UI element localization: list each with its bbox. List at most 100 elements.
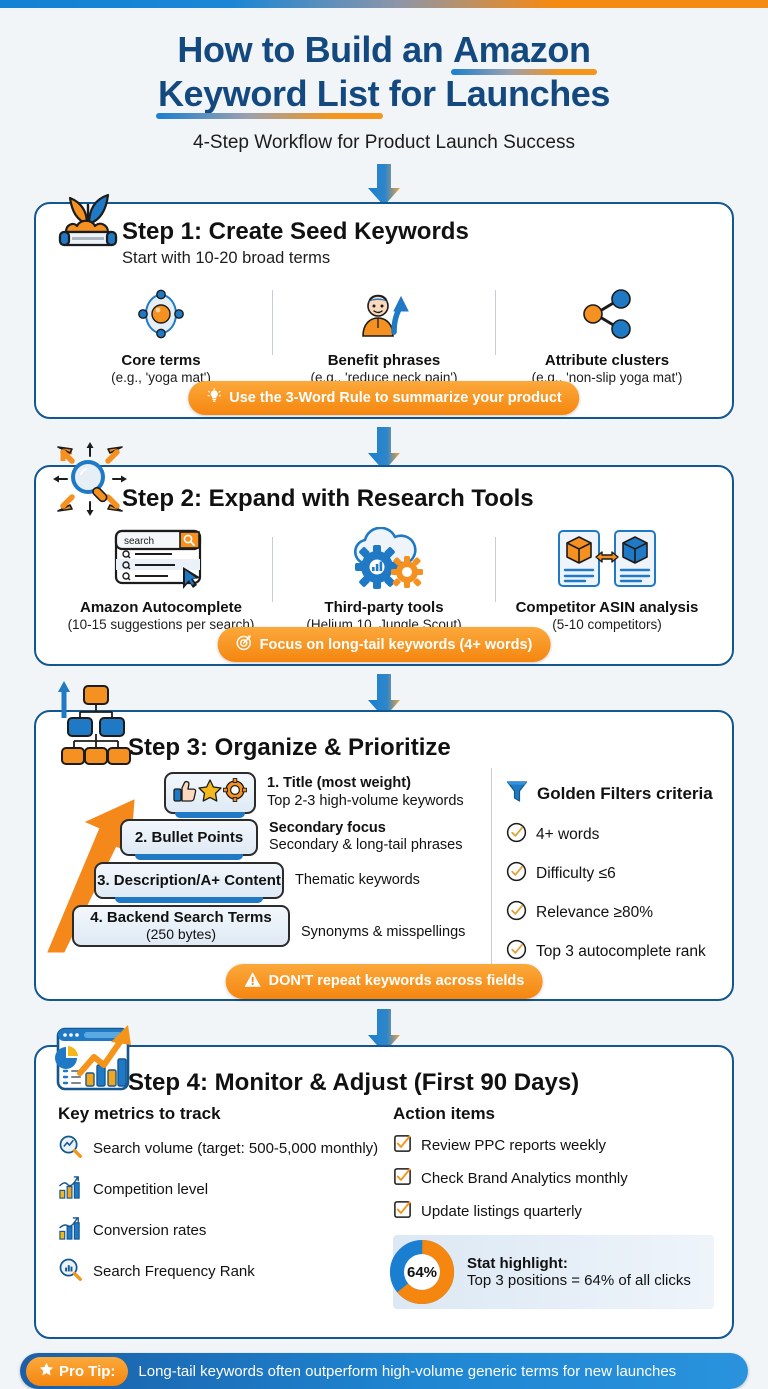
title-part-1: How to Build an <box>177 29 453 70</box>
atom-icon <box>56 280 266 342</box>
step-1-col-benefit-phrases[interactable]: Benefit phrases (e.g., 'reduce neck pain… <box>273 280 495 385</box>
step-4-title: Step 4: Monitor & Adjust (First 90 Days) <box>128 1068 580 1096</box>
cloud-gears-icon <box>279 527 489 589</box>
pyramid-level-1 <box>164 771 256 818</box>
pro-tip-badge[interactable]: Pro Tip: <box>26 1356 129 1386</box>
search-trend-icon <box>58 1134 83 1163</box>
pyramid-row-bullets[interactable]: 2. Bullet Points Secondary focus Seconda… <box>46 818 491 860</box>
filter-item[interactable]: Relevance ≥80% <box>506 900 716 926</box>
metric-row[interactable]: Competition level <box>58 1175 379 1204</box>
step-1-columns: Core terms (e.g., 'yoga mat') Benefit ph… <box>36 272 732 399</box>
action-label: Check Brand Analytics monthly <box>421 1170 628 1188</box>
flow-arrow-1 <box>0 163 768 208</box>
step-1-card: Step 1: Create Seed Keywords Start with … <box>34 193 734 420</box>
step-3-header: Step 3: Organize & Prioritize <box>36 712 732 764</box>
pyramid-note-3: Thematic keywords <box>295 872 420 889</box>
thumbsup-star-gear-icon <box>172 777 248 808</box>
title-part-4: for Launches <box>379 72 611 114</box>
action-row[interactable]: Review PPC reports weekly <box>393 1134 714 1157</box>
circle-check-icon <box>506 900 527 926</box>
step-2-columns: search Amazon Autocomplete (10-15 sugges… <box>36 515 732 646</box>
step-1-col-core-terms[interactable]: Core terms (e.g., 'yoga mat') <box>50 280 272 385</box>
page-header: How to Build an Amazon Keyword List for … <box>0 0 768 154</box>
circle-check-icon <box>506 939 527 965</box>
bar-trend-icon <box>58 1175 83 1204</box>
circle-check-icon <box>506 861 527 887</box>
flow-arrow-3 <box>0 674 768 720</box>
metric-label: Search Frequency Rank <box>93 1263 255 1281</box>
metric-label: Conversion rates <box>93 1222 207 1240</box>
checkbox-checked-icon[interactable] <box>393 1134 412 1157</box>
warning-icon <box>244 971 262 992</box>
step-1-col-attribute-clusters[interactable]: Attribute clusters (e.g., 'non-slip yoga… <box>496 280 718 385</box>
action-label: Update listings quarterly <box>421 1203 582 1221</box>
metric-row[interactable]: Conversion rates <box>58 1216 379 1245</box>
checkbox-checked-icon[interactable] <box>393 1167 412 1190</box>
step-4-card: Step 4: Monitor & Adjust (First 90 Days)… <box>34 1024 734 1340</box>
svg-text:search: search <box>124 536 154 547</box>
share-nodes-icon <box>502 280 712 342</box>
page-title: How to Build an Amazon Keyword List for … <box>34 28 734 119</box>
stat-title: Stat highlight: <box>467 1255 568 1273</box>
bar-trend-icon <box>58 1216 83 1245</box>
step-2-col-autocomplete[interactable]: search Amazon Autocomplete (10-15 sugges… <box>50 527 272 632</box>
filter-item[interactable]: 4+ words <box>506 822 716 848</box>
pyramid-level-4: 4. Backend Search Terms (250 bytes) <box>72 904 290 947</box>
pyramid-level-4-sublabel: (250 bytes) <box>145 926 217 943</box>
page-subtitle: 4-Step Workflow for Product Launch Succe… <box>193 131 575 153</box>
filter-item[interactable]: Top 3 autocomplete rank <box>506 939 716 965</box>
stat-text: Stat highlight: Top 3 positions = 64% of… <box>467 1255 691 1289</box>
action-row[interactable]: Check Brand Analytics monthly <box>393 1167 714 1190</box>
step-2-col-competitor-asin[interactable]: Competitor ASIN analysis (5-10 competito… <box>496 527 718 632</box>
step-2-title: Step 2: Expand with Research Tools <box>122 485 534 513</box>
pro-tip-label: Pro Tip: <box>59 1362 116 1380</box>
step-1-title: Step 1: Create Seed Keywords <box>122 217 469 245</box>
golden-filters-header: Golden Filters criteria <box>506 780 716 809</box>
step-1-col-3-sub: (e.g., 'non-slip yoga mat') <box>531 370 683 386</box>
step-1-header: Step 1: Create Seed Keywords Start with … <box>36 204 732 273</box>
pyramid-note-1: 1. Title (most weight) Top 2-3 high-volu… <box>267 775 464 809</box>
filter-label: 4+ words <box>536 825 600 843</box>
pyramid-row-description[interactable]: 3. Description/A+ Content Thematic keywo… <box>46 861 491 903</box>
step-1-tip-badge[interactable]: Use the 3-Word Rule to summarize your pr… <box>188 381 580 416</box>
pyramid-note-2-bold: Secondary focus <box>269 819 386 836</box>
step-1-col-1-label: Core terms <box>121 352 201 370</box>
column-divider <box>495 290 496 356</box>
metric-row[interactable]: Search volume (target: 500-5,000 monthly… <box>58 1134 379 1163</box>
pyramid-row-title[interactable]: 1. Title (most weight) Top 2-3 high-volu… <box>46 771 491 818</box>
step-3-card: Step 3: Organize & Prioritize <box>34 681 734 1001</box>
metric-label: Competition level <box>93 1181 209 1199</box>
funnel-icon <box>506 780 528 809</box>
filter-item[interactable]: Difficulty ≤6 <box>506 861 716 887</box>
seedling-icon <box>50 182 126 258</box>
step-2-col-3-sub: (5-10 competitors) <box>552 617 662 632</box>
target-icon <box>236 634 253 655</box>
action-row[interactable]: Update listings quarterly <box>393 1200 714 1223</box>
search-bars-icon <box>58 1257 83 1286</box>
pyramid-note-3-text: Thematic keywords <box>295 871 420 888</box>
action-items-panel: Action items Review PPC reports weekly C… <box>389 1104 714 1310</box>
top-accent-bar <box>0 0 768 8</box>
step-1-tip-text: Use the 3-Word Rule to summarize your pr… <box>229 390 562 407</box>
metric-row[interactable]: Search Frequency Rank <box>58 1257 379 1286</box>
star-icon <box>39 1362 54 1381</box>
checkbox-checked-icon[interactable] <box>393 1200 412 1223</box>
pyramid-note-2: Secondary focus Secondary & long-tail ph… <box>269 820 462 854</box>
lightbulb-icon <box>206 388 222 408</box>
pyramid-note-1-text: Top 2-3 high-volume keywords <box>267 792 464 809</box>
step-1-col-2-label: Benefit phrases <box>327 352 441 370</box>
pyramid-row-backend[interactable]: 4. Backend Search Terms (250 bytes) Syno… <box>46 904 491 947</box>
hierarchy-icon <box>50 678 138 766</box>
step-2-col-2-label: Third-party tools <box>324 599 444 616</box>
step-2-col-3-label: Competitor ASIN analysis <box>515 599 699 616</box>
step-2-tip-text: Focus on long-tail keywords (4+ words) <box>259 636 533 653</box>
stat-description: Top 3 positions = 64% of all clicks <box>467 1272 691 1290</box>
step-2-col-third-party-tools[interactable]: Third-party tools (Helium 10, Jungle Sco… <box>273 527 495 632</box>
step-4-header: Step 4: Monitor & Adjust (First 90 Days) <box>36 1047 732 1097</box>
pyramid-note-4-text: Synonyms & misspellings <box>301 924 466 941</box>
analytics-dashboard-icon <box>50 1015 138 1103</box>
step-3-warning-badge[interactable]: DON'T repeat keywords across fields <box>225 963 543 999</box>
step-2-tip-badge[interactable]: Focus on long-tail keywords (4+ words) <box>217 627 551 662</box>
column-divider <box>272 290 273 356</box>
action-items-title: Action items <box>393 1104 496 1124</box>
